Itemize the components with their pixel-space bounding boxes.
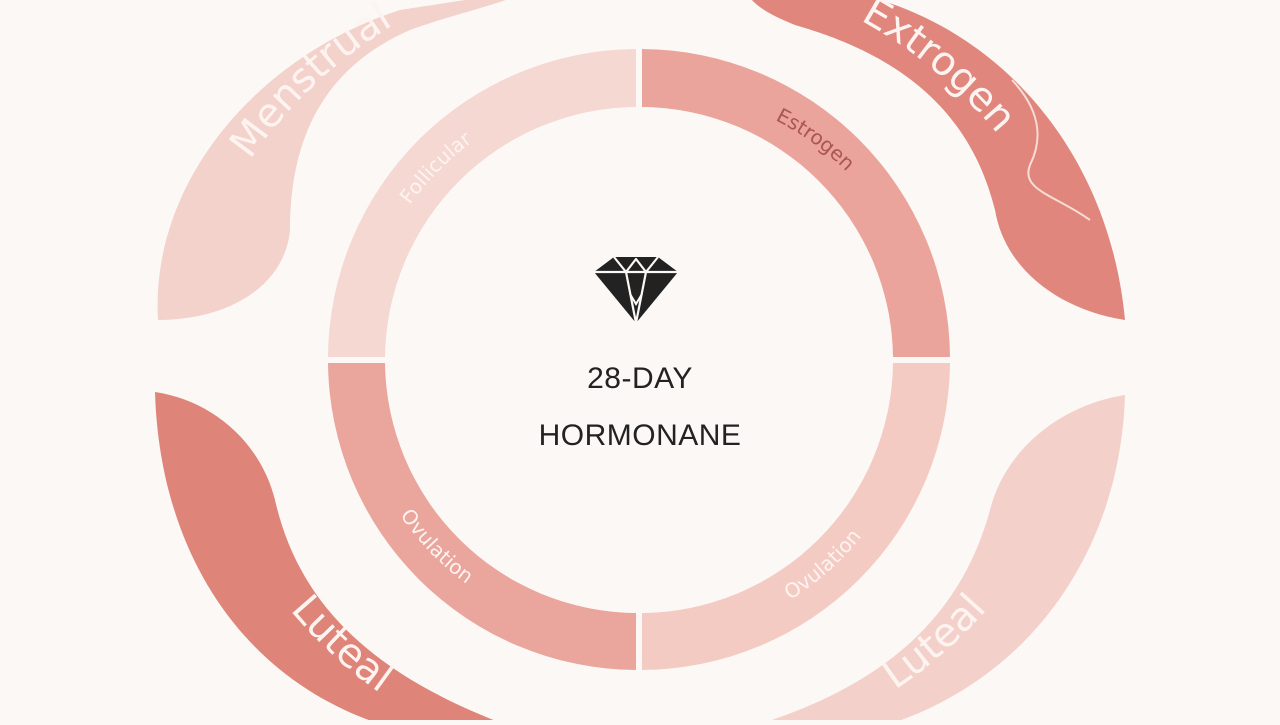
outer-segment-extrogen bbox=[751, 0, 1125, 320]
inner-segment-ovulation-left bbox=[328, 363, 636, 670]
inner-segment-estrogen bbox=[642, 49, 950, 357]
outer-segment-menstrual bbox=[157, 0, 506, 320]
outer-label-menstrual: Menstrual bbox=[221, 0, 399, 166]
outer-segment-luteal-left bbox=[155, 392, 507, 725]
inner-segment-follicular bbox=[328, 49, 636, 357]
outer-segment-luteal-right bbox=[756, 395, 1125, 725]
center-title-line-2: HORMONANE bbox=[539, 419, 742, 452]
center-title-line-1: 28-DAY bbox=[587, 362, 693, 395]
inner-segment-ovulation-right bbox=[642, 363, 950, 670]
diamond-gem-icon bbox=[594, 256, 678, 325]
outer-squiggle-decoration bbox=[1011, 79, 1091, 221]
center-disc bbox=[386, 107, 892, 613]
